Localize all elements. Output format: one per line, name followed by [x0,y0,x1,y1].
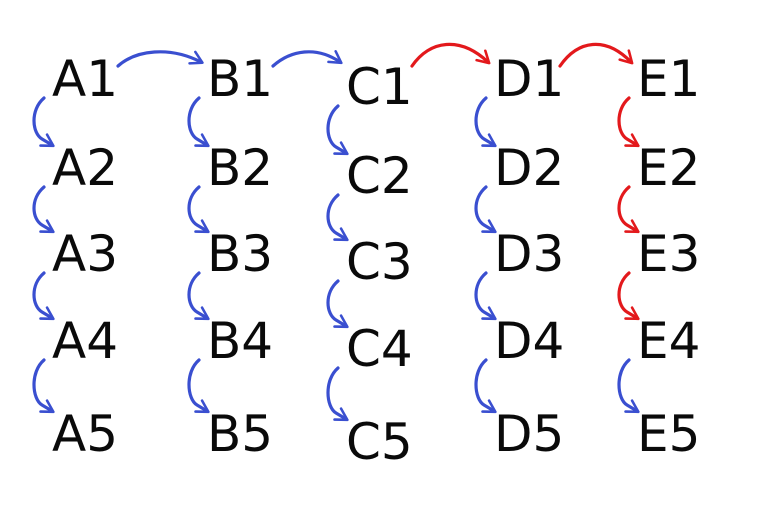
arrow-c1-to-d1 [410,42,491,68]
arrow-a1-to-a2 [32,96,55,148]
arrow-e4-to-e5 [617,358,640,414]
cell-label-b5: B5 [207,405,273,463]
arrow-c2-to-c3 [326,193,349,242]
cell-label-a1: A1 [52,50,118,108]
cell-label-b4: B4 [207,312,273,370]
arrow-e2-to-e3 [617,185,640,234]
cell-label-c1: C1 [346,58,413,116]
cell-label-c4: C4 [346,320,413,378]
cell-label-c5: C5 [346,413,413,471]
cell-label-e4: E4 [637,312,700,370]
arrow-b3-to-b4 [187,271,210,321]
arrow-a4-to-a5 [32,358,55,414]
cell-label-e5: E5 [637,405,700,463]
arrow-a2-to-a3 [32,185,55,234]
arrow-b4-to-b5 [187,358,210,414]
cell-label-e2: E2 [637,139,700,197]
cell-label-d2: D2 [494,139,564,197]
arrow-a1-to-b1 [116,50,204,68]
arrow-c4-to-c5 [326,366,349,422]
arrow-e1-to-e2 [617,96,640,148]
cell-label-e1: E1 [637,50,700,108]
arrow-d1-to-d2 [474,96,497,148]
arrow-d3-to-d4 [474,271,497,321]
cell-label-d4: D4 [494,312,564,370]
cell-label-e3: E3 [637,225,700,283]
arrow-d1-to-e1 [558,42,634,68]
arrow-d2-to-d3 [474,185,497,234]
arrow-e3-to-e4 [617,271,640,321]
arrow-b1-to-c1 [271,50,343,68]
cell-label-b1: B1 [207,50,273,108]
cell-label-a5: A5 [52,405,118,463]
cell-label-a2: A2 [52,139,118,197]
arrow-c3-to-c4 [326,279,349,329]
arrow-a3-to-a4 [32,271,55,321]
cell-label-a3: A3 [52,225,118,283]
cell-label-a4: A4 [52,312,118,370]
cell-label-c2: C2 [346,147,413,205]
cell-label-b3: B3 [207,225,273,283]
arrow-b1-to-b2 [187,96,210,148]
cell-label-b2: B2 [207,139,273,197]
cell-label-d3: D3 [494,225,564,283]
cell-label-c3: C3 [346,233,413,291]
arrow-b2-to-b3 [187,185,210,234]
cell-label-d5: D5 [494,405,564,463]
arrow-d4-to-d5 [474,358,497,414]
cell-label-d1: D1 [494,50,564,108]
arrow-c1-to-c2 [326,104,349,156]
